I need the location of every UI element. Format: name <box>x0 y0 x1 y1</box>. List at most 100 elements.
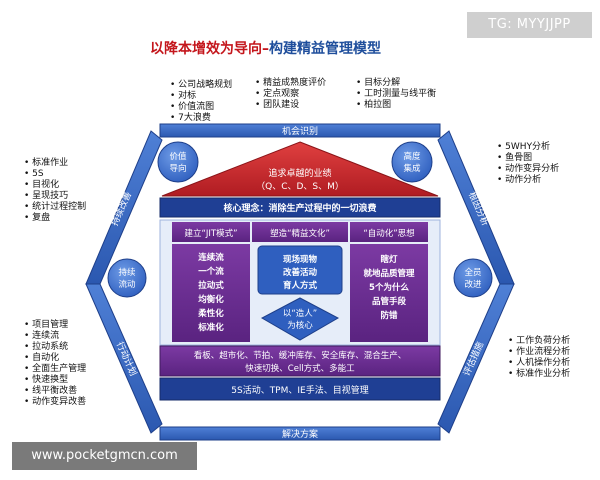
right-list-item: 鱼骨图 <box>497 153 559 164</box>
left-list-item: 5S <box>24 169 86 180</box>
pillar-right-item: 防错 <box>380 310 398 321</box>
pillar-right-body <box>350 244 428 342</box>
hex-lower-right-edge <box>437 283 515 434</box>
pillar-right-item: 品管手段 <box>372 296 407 307</box>
core-concept-text: 核心理念：消除生产过程中的一切浪费 <box>223 202 376 214</box>
pillar-left-title: 建立“JIT模式” <box>184 228 237 239</box>
watermark-bottom: www.pocketgmcn.com <box>12 442 197 470</box>
hex-bottom-edge <box>159 426 441 441</box>
svg-text:流动: 流动 <box>118 279 136 290</box>
circle-high-integration: 高度 集成 <box>391 141 433 183</box>
top-left-list: 公司战略规划对标价值流图7大浪费 <box>170 80 232 124</box>
right-list-item: 5WHY分析 <box>497 142 559 153</box>
circle-continuous-flow: 持续 流动 <box>107 258 147 298</box>
top-list-item: 定点观察 <box>255 89 326 100</box>
pillar-middle-item: 育人方式 <box>283 280 318 291</box>
title-main: 以降本增效为导向– <box>150 41 269 57</box>
top-list-item: 柏拉图 <box>356 100 436 111</box>
right-upper-list: 5WHY分析鱼骨图动作变异分析动作分析 <box>497 142 559 186</box>
title-sub: 构建精益管理模型 <box>269 41 381 57</box>
left-list-item: 线平衡改善 <box>24 386 86 397</box>
svg-text:导向: 导向 <box>169 163 186 174</box>
top-list-item: 目标分解 <box>356 78 436 89</box>
top-list-item: 精益成熟度评价 <box>255 78 326 89</box>
left-list-item: 呈现技巧 <box>24 191 86 202</box>
pillar-middle-box <box>257 245 343 295</box>
top-list-item: 7大浪费 <box>170 113 232 124</box>
house-roof <box>161 141 439 197</box>
hex-lower-left-edge <box>85 283 163 434</box>
top-list-item: 团队建设 <box>255 100 326 111</box>
left-list-item: 目视化 <box>24 180 86 191</box>
pillar-right-title: “自动化”思想 <box>363 228 415 239</box>
roof-line-2: （Q、C、D、S、M） <box>256 181 344 192</box>
left-list-item: 动作变异改善 <box>24 397 86 408</box>
hex-top-label: 机会识别 <box>282 125 318 137</box>
pillar-left-item: 拉动式 <box>198 280 224 291</box>
pillar-middle-item: 现场现物 <box>283 254 318 265</box>
pillar-middle-title: 塑造“精益文化” <box>270 228 330 239</box>
tools-line-2: 快速切换、Cell方式、多能工 <box>245 363 355 374</box>
hexagon-frame <box>85 123 515 441</box>
hex-bottom-label: 解决方案 <box>282 428 318 440</box>
tools-bar <box>159 345 441 377</box>
left-lower-list: 项目管理连续流拉动系统自动化全面生产管理快速换型线平衡改善动作变异改善 <box>24 320 86 408</box>
pillar-left-item: 一个流 <box>198 266 224 277</box>
top-list-item: 价值流图 <box>170 102 232 113</box>
pillar-left-body <box>172 244 250 342</box>
pillar-middle-header <box>252 222 348 242</box>
top-list-item: 工时测量与线平衡 <box>356 89 436 100</box>
top-right-list: 目标分解工时测量与线平衡柏拉图 <box>356 78 436 111</box>
right-list-item: 人机操作分析 <box>508 358 570 369</box>
right-list-item: 动作变异分析 <box>497 164 559 175</box>
top-list-item: 公司战略规划 <box>170 80 232 91</box>
foundation-bar <box>159 377 441 401</box>
pillar-left-item: 均衡化 <box>198 294 224 305</box>
pillar-middle-item: 改善活动 <box>283 267 318 278</box>
top-middle-list: 精益成熟度评价定点观察团队建设 <box>255 78 326 111</box>
people-core-line-2: 为核心 <box>287 320 313 331</box>
top-list-item: 对标 <box>170 91 232 102</box>
left-upper-list: 标准作业5S目视化呈现技巧统计过程控制复盘 <box>24 158 86 224</box>
foundation-text: 5S活动、TPM、IE手法、目视管理 <box>231 384 368 396</box>
left-list-item: 标准作业 <box>24 158 86 169</box>
pillar-right-item: 就地品质管理 <box>363 268 415 279</box>
left-list-item: 复盘 <box>24 213 86 224</box>
circle-full-improvement: 全员 改进 <box>453 258 493 298</box>
tools-line-1: 看板、超市化、节拍、缓冲库存、安全库存、混合生产、 <box>194 350 407 361</box>
circle-value-oriented: 价值 导向 <box>157 141 199 183</box>
hex-top-edge <box>159 123 441 138</box>
right-list-item: 工作负荷分析 <box>508 336 570 347</box>
left-list-item: 全面生产管理 <box>24 364 86 375</box>
people-core-diamond <box>260 297 340 341</box>
pillar-left-item: 柔性化 <box>197 308 224 319</box>
left-list-item: 拉动系统 <box>24 342 86 353</box>
right-list-item: 作业流程分析 <box>508 347 570 358</box>
pillar-left-item: 标准化 <box>197 322 224 333</box>
roof-line-1: 追求卓越的业绩 <box>268 167 331 179</box>
svg-text:价值: 价值 <box>169 151 187 162</box>
pillar-right-item: 5个为什么 <box>369 282 409 293</box>
core-concept-bar <box>159 197 441 218</box>
right-list-item: 动作分析 <box>497 175 559 186</box>
svg-text:持续: 持续 <box>118 267 136 278</box>
watermark-top: TG: MYYJJPP <box>467 12 592 38</box>
left-list-item: 自动化 <box>24 353 86 364</box>
svg-text:集成: 集成 <box>403 163 421 174</box>
left-list-item: 快速换型 <box>24 375 86 386</box>
svg-text:全员: 全员 <box>464 267 481 278</box>
pillar-left-header <box>172 222 250 242</box>
right-lower-list: 工作负荷分析作业流程分析人机操作分析标准作业分析 <box>508 336 570 380</box>
people-core-line-1: 以“造人” <box>283 308 317 319</box>
pillar-right-item: 瞎灯 <box>380 254 398 265</box>
pillar-left-item: 连续流 <box>198 252 224 263</box>
right-list-item: 标准作业分析 <box>508 369 570 380</box>
pillar-right-header <box>350 222 428 242</box>
svg-text:改进: 改进 <box>464 279 482 290</box>
svg-text:高度: 高度 <box>403 151 421 162</box>
left-list-item: 连续流 <box>24 331 86 342</box>
